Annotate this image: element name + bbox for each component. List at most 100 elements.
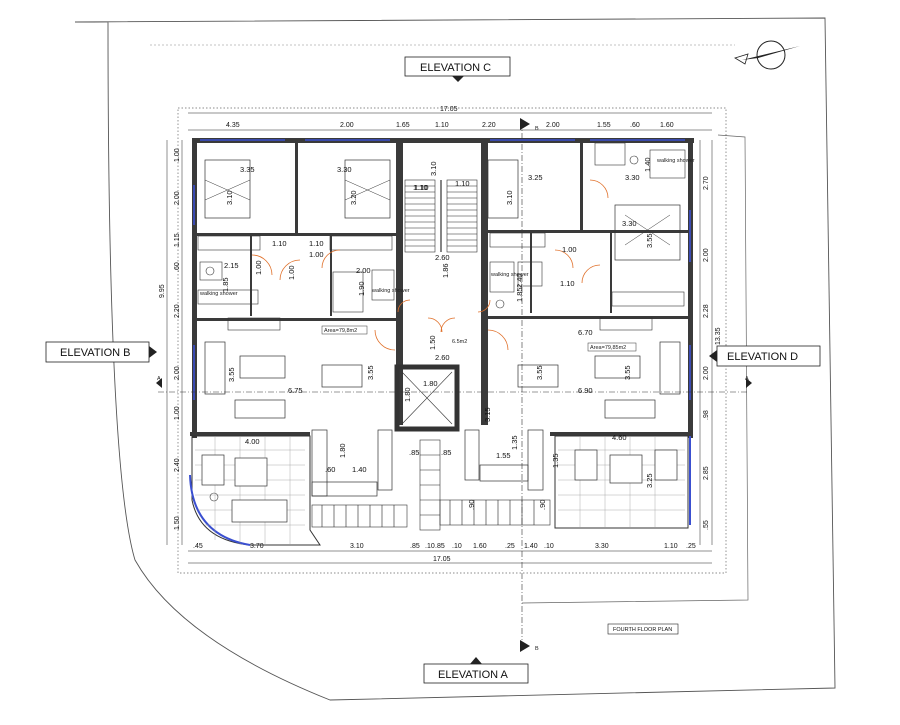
- shower-labels: walking shower walking shower walking sh…: [199, 158, 695, 297]
- inner-dim: 1.80: [403, 387, 412, 402]
- inner-dim: 2.00: [356, 266, 371, 275]
- section-b-label: B: [535, 126, 539, 132]
- inner-dim: 2.60: [435, 253, 450, 262]
- bottom-dim: 3.30: [595, 543, 609, 550]
- elevation-d-label: ELEVATION D: [727, 351, 798, 363]
- inner-dim: 1.85: [221, 277, 230, 292]
- section-a-label: A: [157, 376, 161, 382]
- top-dim: 2.00: [546, 122, 560, 129]
- left-dim: 1.15: [174, 233, 181, 247]
- top-dimension-chain: 17.05 4.35 2.00 1.65 1.10 2.20 2.00 1.55…: [188, 106, 712, 131]
- room-dim: 3.10: [429, 161, 438, 176]
- inner-dim: 1.55: [496, 451, 511, 460]
- windows: [193, 139, 691, 400]
- section-a-label: A: [745, 376, 749, 382]
- inner-dim: 1.00: [254, 260, 263, 275]
- elevation-b-tag: ELEVATION B: [45, 341, 157, 363]
- inner-dim: 1.40: [352, 465, 367, 474]
- elevation-b-label: ELEVATION B: [60, 347, 131, 359]
- bottom-dimension-chain: .45 3.70 3.10 .85 .10 .85 .10 1.60 .25 1…: [188, 543, 712, 564]
- bottom-dim: .10: [544, 543, 554, 550]
- bottom-dim: .25: [505, 543, 515, 550]
- room-dim: 3.10: [225, 190, 234, 205]
- plan-title-box: FOURTH FLOOR PLAN: [607, 623, 679, 635]
- right-dimension-chain: 13.35 2.70 2.00 2.28 2.00 .98 2.85 .55: [699, 140, 722, 545]
- room-dim: 3.30: [337, 165, 352, 174]
- inner-dim: .90: [538, 500, 547, 510]
- inner-dim: 1.80: [423, 379, 438, 388]
- lift-shaft: [401, 371, 453, 425]
- shower-label: walking shower: [656, 158, 695, 164]
- elevation-c-label: ELEVATION C: [420, 62, 491, 74]
- top-dim: .60: [630, 122, 640, 129]
- room-dim: 3.30: [622, 219, 637, 228]
- room-dim: 1.10: [455, 179, 470, 188]
- section-b-label: B: [535, 646, 539, 652]
- inner-dim: .85: [441, 448, 451, 457]
- inner-dim: 1.50: [428, 335, 437, 350]
- overall-width-bottom: 17.05: [433, 556, 451, 563]
- bathroom-fixtures: [199, 142, 686, 313]
- inner-dim: 2.40: [515, 273, 524, 288]
- right-dim: 2.00: [703, 248, 710, 262]
- plot-edge: [521, 134, 749, 604]
- room-dim: 1.40: [643, 157, 652, 172]
- bottom-dim: 3.70: [250, 543, 264, 550]
- room-dim: 3.30: [625, 173, 640, 182]
- bottom-dim: .85: [435, 543, 445, 550]
- lobby-area-label: 6.5m2: [452, 339, 467, 345]
- lower-stair-steps: [311, 439, 551, 531]
- bottom-dim: .85: [410, 543, 420, 550]
- elevation-d-tag: ELEVATION D: [709, 345, 821, 367]
- shower-label: walking shower: [490, 272, 529, 278]
- inner-dim: 6.90: [578, 386, 593, 395]
- kitchen-units: [311, 429, 544, 497]
- terrace-right: [554, 435, 691, 529]
- top-dim: 2.00: [340, 122, 354, 129]
- inner-dimensions: 1.10 1.10 1.00 1.00 1.00 1.00 2.15 2.00 …: [221, 183, 654, 510]
- left-dim: .60: [174, 262, 181, 272]
- bottom-dim: .10: [425, 543, 435, 550]
- inner-dim: 1.10: [413, 183, 428, 192]
- room-dim: 3.55: [645, 233, 654, 248]
- inner-dim: 4.00: [245, 437, 260, 446]
- section-lines: A A B B: [156, 118, 752, 652]
- left-total: 9.95: [159, 284, 166, 298]
- shower-label: walking shower: [199, 291, 238, 297]
- left-dim: 2.20: [174, 304, 181, 318]
- inner-dim: 3.55: [623, 365, 632, 380]
- top-dim: 1.55: [597, 122, 611, 129]
- bottom-dim: 1.40: [524, 543, 538, 550]
- inner-dim: 3.55: [227, 367, 236, 382]
- top-dim: 4.35: [226, 122, 240, 129]
- area-left-label: Area=79,8m2: [324, 328, 357, 334]
- room-dim: 3.10: [505, 190, 514, 205]
- plan-title: FOURTH FLOOR PLAN: [613, 627, 672, 633]
- shower-label: walking shower: [371, 288, 410, 294]
- inner-dim: 1.00: [287, 265, 296, 280]
- right-dim: .55: [703, 520, 710, 530]
- inner-dim: 1.35: [551, 453, 560, 468]
- top-dim: 1.60: [660, 122, 674, 129]
- room-dim: 1.10: [414, 183, 429, 192]
- top-dim: 2.20: [482, 122, 496, 129]
- area-right-label: Area=79,85m2: [590, 345, 626, 351]
- north-arrow-icon: [734, 40, 800, 70]
- inner-dim: .90: [467, 500, 476, 510]
- inner-dim: 6.70: [578, 328, 593, 337]
- left-dim: 2.00: [174, 366, 181, 380]
- inner-dim: 3.55: [535, 365, 544, 380]
- right-dim: 2.28: [703, 304, 710, 318]
- room-dimensions: 3.35 3.10 3.30 3.20 3.25 3.10 3.30 3.55 …: [225, 157, 654, 248]
- elevation-c-tag: ELEVATION C: [404, 56, 511, 82]
- inner-dim: 1.90: [357, 281, 366, 296]
- bottom-dim: 3.10: [350, 543, 364, 550]
- top-dim: 1.10: [435, 122, 449, 129]
- setback-line: [177, 107, 727, 574]
- furniture: [204, 317, 681, 419]
- bottom-dim: .45: [193, 543, 203, 550]
- bottom-dim: 1.10: [664, 543, 678, 550]
- left-dim: 2.40: [174, 458, 181, 472]
- room-dim: 3.25: [528, 173, 543, 182]
